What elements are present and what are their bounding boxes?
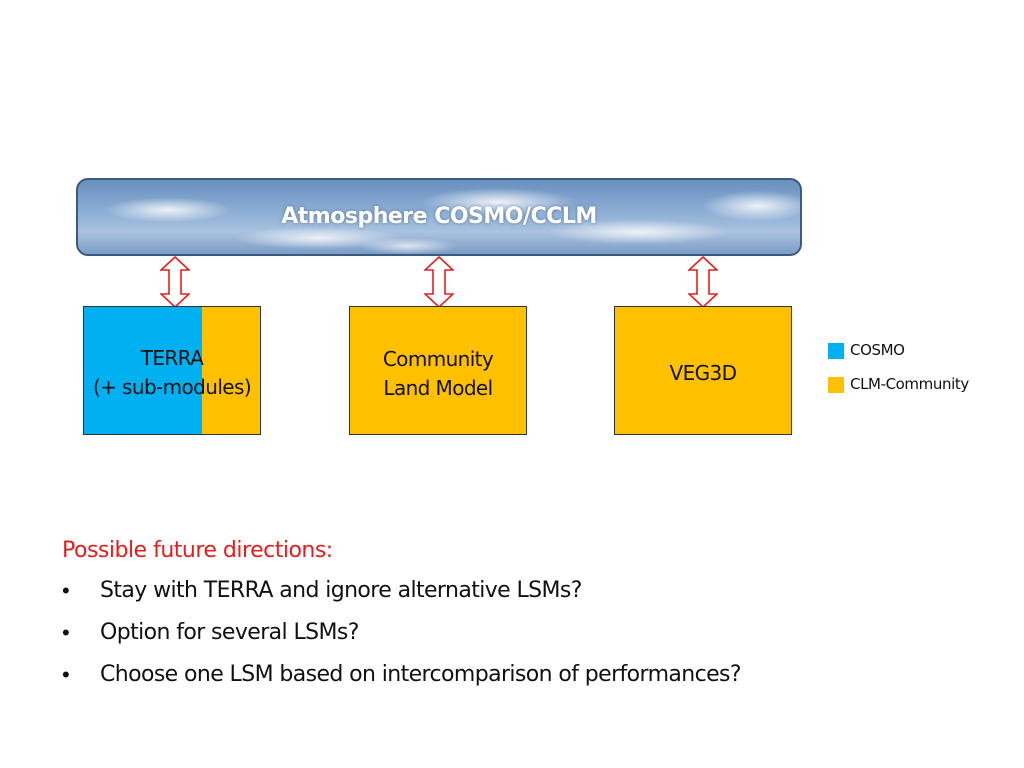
- veg3d-box: VEG3D: [614, 306, 792, 435]
- legend-label-clm-community: CLM-Community: [850, 375, 969, 393]
- atmosphere-label: Atmosphere COSMO/CCLM: [281, 204, 597, 229]
- double-arrow-icon-terra: [160, 256, 190, 308]
- legend-label-cosmo: COSMO: [850, 341, 905, 359]
- veg3d-label: VEG3D: [669, 361, 738, 385]
- legend-swatch-clm-community: [828, 377, 844, 393]
- terra-title: TERRA: [140, 346, 204, 370]
- double-arrow-icon-clm: [424, 256, 454, 308]
- bullet-icon: •: [62, 620, 70, 645]
- terra-subtitle: (+ sub-modules): [92, 375, 252, 399]
- list-item-text: Option for several LSMs?: [100, 620, 359, 645]
- clm-line1: Community: [382, 347, 494, 371]
- clm-line2: Land Model: [383, 376, 493, 400]
- atmosphere-bar: Atmosphere COSMO/CCLM: [76, 178, 802, 256]
- bullet-icon: •: [62, 662, 70, 687]
- double-arrow-icon-veg3d: [688, 256, 718, 308]
- list-item-text: Choose one LSM based on intercomparison …: [100, 662, 742, 687]
- legend-swatch-cosmo: [828, 343, 844, 359]
- community-land-model-box: Community Land Model: [349, 306, 527, 435]
- future-directions-heading: Possible future directions:: [62, 538, 333, 563]
- terra-box: TERRA (+ sub-modules): [83, 306, 261, 435]
- bullet-icon: •: [62, 578, 70, 603]
- list-item-text: Stay with TERRA and ignore alternative L…: [100, 578, 582, 603]
